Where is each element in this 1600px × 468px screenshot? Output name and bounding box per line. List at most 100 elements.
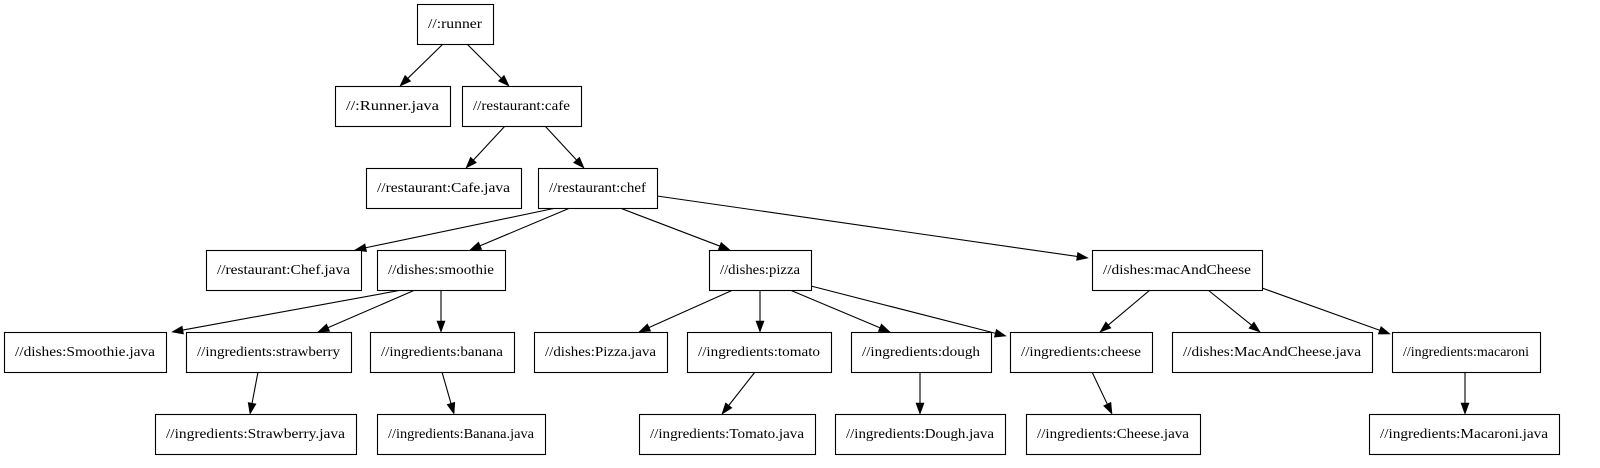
edge-line — [407, 43, 444, 79]
node-box[interactable] — [686, 331, 833, 374]
graph-node-cheese_java[interactable]: //ingredients:Cheese.java — [1025, 413, 1202, 456]
edge-line — [1207, 289, 1252, 326]
node-label: //restaurant:chef — [549, 181, 646, 196]
edge-line — [1091, 371, 1108, 405]
node-box[interactable] — [537, 167, 659, 210]
node-box[interactable] — [1368, 413, 1561, 456]
node-box[interactable] — [1391, 331, 1542, 374]
node-label: //:Runner.java — [346, 99, 440, 114]
arrowhead-icon — [755, 320, 765, 333]
node-label: //ingredients:cheese — [1021, 345, 1141, 360]
graph-node-smoothie[interactable]: //dishes:smoothie — [376, 249, 507, 292]
edge-line — [619, 207, 720, 247]
graph-node-chef[interactable]: //restaurant:chef — [537, 167, 659, 210]
edge-line — [251, 371, 259, 404]
node-label: //restaurant:cafe — [473, 99, 570, 114]
graph-edge — [441, 371, 456, 415]
graph-node-macaroni[interactable]: //ingredients:macaroni — [1391, 331, 1542, 374]
graph-edge — [638, 289, 734, 333]
graph-edge — [1261, 287, 1391, 335]
node-label: //dishes:MacAndCheese.java — [1183, 345, 1362, 360]
node-label: //ingredients:Banana.java — [388, 427, 535, 442]
node-box[interactable] — [416, 3, 495, 46]
node-box[interactable] — [461, 85, 583, 128]
edge-line — [466, 43, 502, 79]
graph-node-smoothie_java[interactable]: //dishes:Smoothie.java — [3, 331, 168, 374]
graph-edge — [1207, 289, 1261, 333]
node-box[interactable] — [376, 413, 547, 456]
arrowhead-icon — [436, 320, 446, 333]
graph-node-runner[interactable]: //:runner — [416, 3, 495, 46]
edge-line — [789, 289, 881, 329]
graph-edge — [656, 195, 1089, 261]
node-box[interactable] — [334, 85, 452, 128]
node-box[interactable] — [850, 331, 993, 374]
graph-node-strawberry[interactable]: //ingredients:strawberry — [185, 331, 353, 374]
node-box[interactable] — [3, 331, 168, 374]
graph-edge — [544, 125, 585, 169]
graph-node-runner_java[interactable]: //:Runner.java — [334, 85, 452, 128]
edge-line — [365, 207, 557, 249]
graph-node-strawberry_java[interactable]: //ingredients:Strawberry.java — [154, 413, 358, 456]
node-box[interactable] — [533, 331, 669, 374]
graph-edge — [399, 43, 444, 87]
edge-line — [648, 289, 734, 329]
node-box[interactable] — [1009, 331, 1154, 374]
graph-edge — [810, 285, 1007, 338]
graph-node-dough_java[interactable]: //ingredients:Dough.java — [834, 413, 1007, 456]
arrowhead-icon — [399, 74, 412, 87]
graph-node-pizza_java[interactable]: //dishes:Pizza.java — [533, 331, 669, 374]
arrowhead-icon — [1377, 326, 1391, 335]
graph-node-tomato[interactable]: //ingredients:tomato — [686, 331, 833, 374]
node-box[interactable] — [154, 413, 358, 456]
graph-node-macaroni_java[interactable]: //ingredients:Macaroni.java — [1368, 413, 1561, 456]
graph-edge — [465, 125, 506, 169]
node-box[interactable] — [834, 413, 1007, 456]
node-box[interactable] — [376, 249, 507, 292]
graph-edge — [755, 290, 765, 333]
graph-node-tomato_java[interactable]: //ingredients:Tomato.java — [638, 413, 817, 456]
edge-layer — [171, 43, 1470, 415]
graph-node-macandcheese[interactable]: //dishes:macAndCheese — [1091, 249, 1264, 292]
arrowhead-icon — [638, 323, 652, 333]
node-box[interactable] — [638, 413, 817, 456]
node-box[interactable] — [369, 331, 516, 374]
graph-edge — [171, 289, 403, 335]
arrowhead-icon — [877, 323, 891, 333]
graph-node-cafe[interactable]: //restaurant:cafe — [461, 85, 583, 128]
node-box[interactable] — [185, 331, 353, 374]
node-box[interactable] — [1091, 249, 1264, 292]
graph-edge — [247, 371, 259, 415]
graph-node-dough[interactable]: //ingredients:dough — [850, 331, 993, 374]
arrowhead-icon — [465, 156, 477, 169]
node-box[interactable] — [365, 167, 523, 210]
edge-line — [656, 195, 1078, 257]
node-box[interactable] — [1171, 331, 1374, 374]
node-box[interactable] — [205, 249, 363, 292]
edge-line — [1108, 289, 1151, 326]
node-label: //dishes:smoothie — [388, 263, 494, 278]
node-label: //dishes:Pizza.java — [545, 345, 657, 360]
node-box[interactable] — [708, 249, 813, 292]
graph-node-chef_java[interactable]: //restaurant:Chef.java — [205, 249, 363, 292]
edge-line — [327, 289, 416, 329]
node-label: //ingredients:Dough.java — [846, 427, 995, 442]
graph-node-pizza[interactable]: //dishes:pizza — [708, 249, 813, 292]
arrowhead-icon — [1248, 321, 1261, 333]
node-box[interactable] — [1025, 413, 1202, 456]
node-label: //ingredients:macaroni — [1403, 345, 1529, 360]
graph-node-banana_java[interactable]: //ingredients:Banana.java — [376, 413, 547, 456]
graph-node-cheese[interactable]: //ingredients:cheese — [1009, 331, 1154, 374]
graph-edge — [469, 207, 571, 251]
node-label: //ingredients:Tomato.java — [650, 427, 805, 442]
graph-node-macandcheese_java[interactable]: //dishes:MacAndCheese.java — [1171, 331, 1374, 374]
arrowhead-icon — [1099, 321, 1112, 333]
graph-node-banana[interactable]: //ingredients:banana — [369, 331, 516, 374]
arrowhead-icon — [247, 402, 257, 415]
graph-edge — [1460, 372, 1470, 415]
arrowhead-icon — [721, 402, 733, 415]
arrowhead-icon — [1103, 401, 1113, 415]
graph-node-cafe_java[interactable]: //restaurant:Cafe.java — [365, 167, 523, 210]
edge-line — [473, 125, 506, 161]
